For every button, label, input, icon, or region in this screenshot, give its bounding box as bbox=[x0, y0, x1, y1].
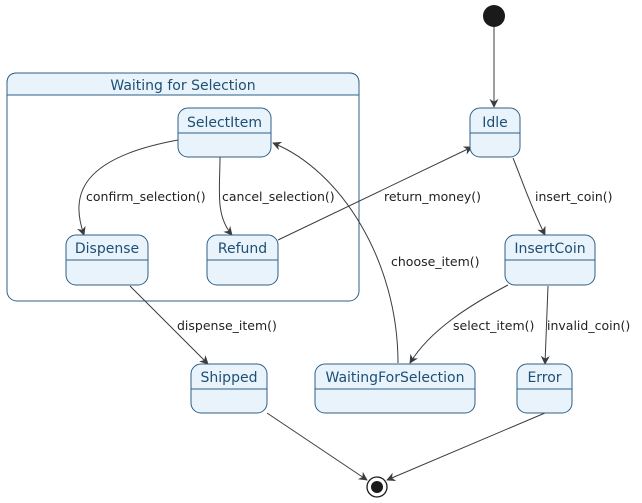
state-name: Refund bbox=[218, 241, 267, 257]
edge-idle-to-insertcoin bbox=[512, 157, 546, 236]
label-insert-coin: insert_coin() bbox=[535, 189, 613, 204]
label-return-money: return_money() bbox=[384, 189, 481, 204]
transition-labels: confirm_selection() cancel_selection() r… bbox=[86, 189, 630, 333]
state-name: Idle bbox=[482, 115, 508, 131]
state-idle: Idle bbox=[469, 107, 521, 158]
label-invalid-coin: invalid_coin() bbox=[547, 318, 630, 333]
state-dispense: Dispense bbox=[65, 234, 149, 286]
transitions bbox=[77, 27, 550, 481]
state-name: Shipped bbox=[201, 370, 258, 386]
state-name: SelectItem bbox=[187, 115, 262, 131]
final-state bbox=[366, 476, 388, 498]
state-error: Error bbox=[516, 363, 573, 414]
state-refund: Refund bbox=[206, 234, 279, 286]
label-confirm-selection: confirm_selection() bbox=[86, 189, 206, 204]
edge-insertcoin-to-waiting bbox=[409, 284, 509, 364]
edge-waiting-to-selectitem bbox=[272, 141, 399, 364]
initial-state bbox=[483, 5, 505, 27]
state-waiting-for-selection: WaitingForSelection bbox=[314, 363, 476, 414]
state-select-item: SelectItem bbox=[177, 107, 272, 158]
composite-waiting-for-selection: Waiting for Selection bbox=[6, 72, 360, 302]
edge-error-to-final bbox=[386, 412, 546, 481]
state-name: WaitingForSelection bbox=[326, 370, 465, 386]
edge-selectitem-to-dispense bbox=[77, 139, 179, 236]
edge-shipped-to-final bbox=[266, 412, 368, 481]
state-shipped: Shipped bbox=[190, 363, 268, 414]
edge-refund-to-idle bbox=[277, 146, 473, 241]
label-choose-item: choose_item() bbox=[391, 254, 480, 269]
edge-insertcoin-to-error bbox=[540, 285, 550, 365]
state-name: Dispense bbox=[75, 241, 139, 257]
label-dispense-item: dispense_item() bbox=[177, 318, 277, 333]
label-select-item: select_item() bbox=[453, 318, 534, 333]
edge-selectitem-to-refund bbox=[218, 156, 233, 236]
edge-dispense-to-shipped bbox=[129, 285, 209, 365]
label-cancel-selection: cancel_selection() bbox=[222, 189, 335, 204]
composite-title: Waiting for Selection bbox=[110, 78, 255, 94]
state-insert-coin: InsertCoin bbox=[504, 234, 596, 286]
state-name: Error bbox=[527, 370, 561, 386]
state-name: InsertCoin bbox=[514, 241, 585, 257]
